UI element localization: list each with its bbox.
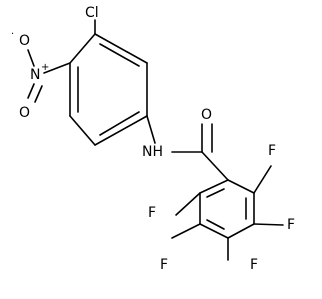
nitro-oxygen-atom: O bbox=[19, 105, 30, 121]
pentafluorophenyl-ring bbox=[199, 179, 255, 239]
fluorine-atom: F bbox=[148, 205, 156, 221]
ring-a-double-bond bbox=[99, 111, 140, 136]
ring-b-double-bond bbox=[206, 188, 225, 198]
ring-b-bond bbox=[227, 223, 255, 239]
n-o-bond bbox=[27, 49, 35, 67]
ring-a-double-bond bbox=[99, 43, 140, 67]
c-f-bond bbox=[171, 223, 201, 239]
ring-b-double-bond bbox=[206, 219, 225, 230]
nitro-positive-charge: + bbox=[41, 62, 49, 73]
fluorine-atom: F bbox=[287, 217, 295, 233]
c-f-bond bbox=[253, 223, 284, 226]
fluorine-atom: F bbox=[250, 257, 258, 273]
c-f-bond bbox=[253, 165, 272, 194]
nitro-oxygen-atom: O bbox=[19, 33, 30, 49]
ring-a-bond bbox=[69, 115, 96, 146]
amide-nh: NH bbox=[142, 144, 163, 160]
n-o-bond bbox=[27, 83, 35, 99]
ring-b-bond bbox=[199, 179, 229, 194]
oxygen-radical-dot: · bbox=[11, 29, 14, 40]
ring-a-bond bbox=[94, 115, 148, 146]
chloronitrophenyl-ring bbox=[69, 33, 148, 146]
c-ring-bond bbox=[201, 151, 229, 181]
fluorine-atom: F bbox=[160, 257, 168, 273]
fluorine-atom: F bbox=[268, 143, 276, 159]
ring-a-bond bbox=[94, 33, 148, 64]
c-nh-bond bbox=[146, 115, 156, 144]
ring-a-bond bbox=[69, 33, 96, 64]
c-f-bond bbox=[175, 192, 201, 216]
n-o-double-bond bbox=[34, 85, 43, 103]
ring-b-bond bbox=[199, 223, 229, 239]
ring-b-bond bbox=[227, 179, 255, 194]
carbonyl-oxygen-atom: O bbox=[201, 107, 212, 123]
nitro-nitrogen-atom: N bbox=[30, 67, 40, 83]
chlorine-atom: Cl bbox=[85, 5, 99, 21]
c-n-nitro-bond bbox=[43, 62, 71, 74]
